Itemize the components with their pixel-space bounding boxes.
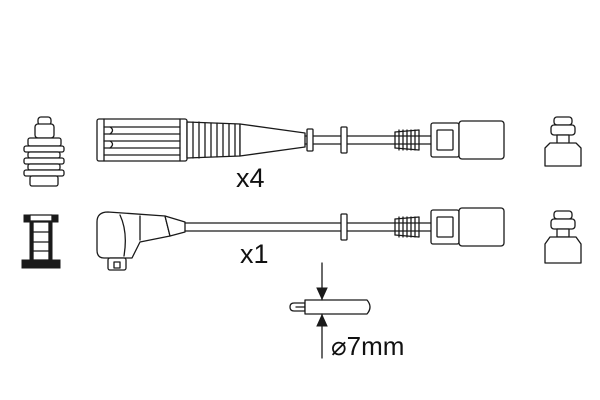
quantity-label-top: x4 <box>236 163 265 193</box>
ignition-lead-straight <box>96 118 505 162</box>
quantity-label-bottom: x1 <box>240 239 269 269</box>
arrow-down-icon <box>316 287 328 301</box>
coil-terminal-top-right <box>544 116 582 167</box>
coil-terminal-bottom-right <box>544 210 582 264</box>
plug-fitting-bottom-left <box>21 214 61 269</box>
ignition-lead-angled <box>96 207 505 271</box>
cable-diameter-label: ⌀7mm <box>331 331 405 361</box>
arrow-up-icon <box>316 313 328 327</box>
cable-diameter-detail <box>289 262 371 359</box>
plug-fitting-top-left <box>23 116 65 187</box>
